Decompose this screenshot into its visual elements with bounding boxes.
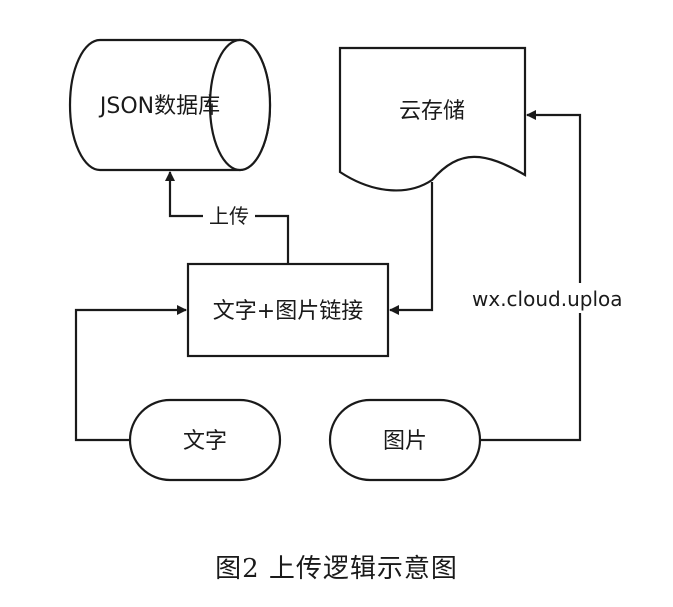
json-database-label: JSON数据库	[98, 94, 220, 119]
edge-cloud-to-link	[389, 182, 434, 315]
edge-upload-label-bg	[203, 202, 255, 230]
figure-caption: 图2 上传逻辑示意图	[215, 554, 458, 584]
text-image-link-label: 文字+图片链接	[213, 299, 363, 324]
edge-wx-upload-label-bg	[470, 283, 640, 313]
text-label: 文字	[183, 429, 227, 454]
image-label: 图片	[383, 429, 427, 454]
cloud-storage-node: 云存储	[338, 46, 527, 192]
edge-wx-upload-label: wx.cloud.uploa	[472, 287, 623, 311]
edge-upload-label: 上传	[209, 204, 249, 228]
text-image-link-node: 文字+图片链接	[186, 262, 390, 358]
json-database-node: JSON数据库	[68, 38, 272, 172]
edge-text-to-link	[74, 305, 187, 442]
image-node: 图片	[328, 398, 482, 482]
text-node: 文字	[128, 398, 282, 482]
cloud-storage-label: 云存储	[399, 99, 465, 124]
edge-image-to-cloud	[480, 110, 582, 442]
